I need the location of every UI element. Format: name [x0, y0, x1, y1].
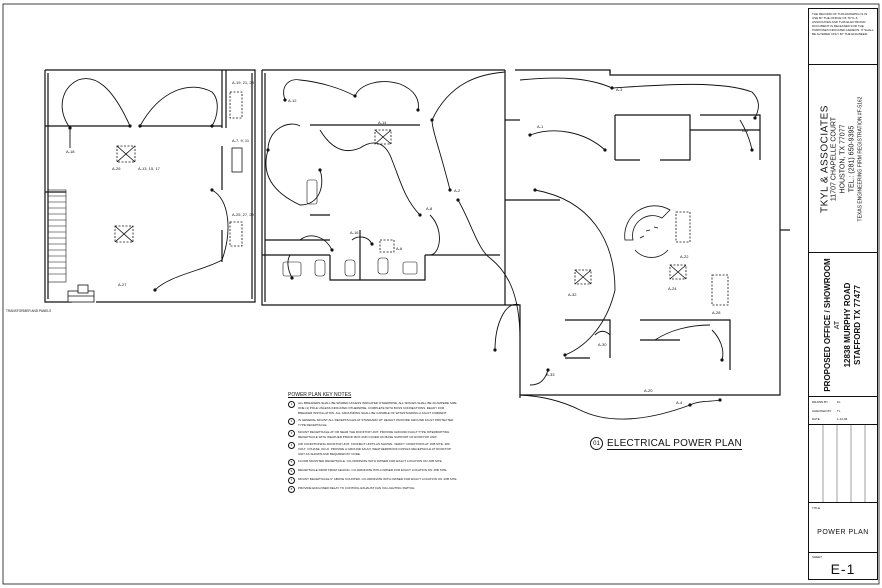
sheet-number-cell: SHEET E-1	[809, 553, 877, 581]
sheet-border	[2, 3, 880, 585]
key-note-text: FLOOR MOUNTED RECEPTACLE. CO-ORDINATE WI…	[298, 459, 443, 463]
key-notes-title: POWER PLAN KEY NOTES	[288, 392, 352, 398]
project-title: PROPOSED OFFICE / SHOWROOM	[823, 257, 832, 392]
restroom-fixtures	[282, 179, 418, 277]
key-note-number: 6	[288, 468, 295, 475]
circuit-label: A-25, 27, 29	[232, 212, 255, 217]
firm-tel: TEL.: (281) 650-9395	[848, 125, 856, 192]
project-city: STAFFORD TX 77477	[853, 284, 862, 365]
circuit-label: A-5	[742, 128, 749, 133]
circuit-label: A-18	[66, 149, 75, 154]
stair	[47, 189, 67, 283]
drawing-title-label: TITLE	[812, 506, 821, 510]
key-note-number: 4	[288, 442, 295, 449]
circuit-label: A-1	[537, 124, 544, 129]
key-note-text: ALL BREAKERS SHALL BE SPARED UNLESS INDI…	[298, 401, 458, 415]
circuit-label: A-7, 9, 11	[232, 138, 250, 143]
key-note-text: IN GENERAL MOUNT ALL RECEPTACLES AT STAN…	[298, 418, 454, 427]
reception-desk	[624, 205, 671, 258]
date-label: DATE	[812, 417, 820, 421]
key-note-number: 8	[288, 486, 295, 493]
firm-registration: TEXAS ENGINEERING FIRM REGISTRATION #F-5…	[857, 96, 864, 221]
copyright-cell: THE RECORD OF THIS DRAWING IS IN USE BY …	[809, 9, 877, 65]
plan-number: 01	[590, 437, 603, 450]
circuit-label: A-4	[676, 400, 683, 405]
key-note-text: MOUNT RECEPTACLE 6" ABOVE COUNTER. CO-OR…	[298, 477, 458, 481]
receptacle-symbols	[68, 86, 757, 407]
circuit-label: A-27	[118, 282, 127, 287]
firm-address: 11707 CHAPELLE COURT	[830, 116, 838, 201]
firm-name: TKYL & ASSOCIATES	[819, 104, 831, 213]
drawn-by-label: DRAWN BY	[812, 400, 829, 404]
checked-by-value: TL	[837, 409, 841, 413]
key-note-text: MOUNT RECEPTACLE AT OR NEAR THE ROOFTOP …	[298, 430, 450, 439]
date-value: 1-12-06	[837, 417, 848, 421]
transformer-pads	[67, 284, 95, 303]
key-note-number: 3	[288, 430, 295, 437]
drafting-info-cell: DRAWN BY KL CHECKED BY TL DATE 1-12-06	[809, 397, 877, 425]
circuit-label: A-3	[616, 87, 623, 92]
circuit-label: A-12	[288, 98, 297, 103]
sheet-number: E-1	[830, 561, 856, 577]
key-note-number: 1	[288, 401, 295, 408]
project-cell: PROPOSED OFFICE / SHOWROOM AT 12838 MURP…	[809, 253, 877, 397]
revisions-cell	[809, 425, 877, 503]
project-address: 12838 MURPHY ROAD	[843, 282, 852, 367]
left-building-walls	[44, 69, 256, 303]
copyright-note: THE RECORD OF THIS DRAWING IS IN USE BY …	[812, 12, 874, 36]
key-note-text: AIR CONDITIONING ROOFTOP UNIT. CONNECT U…	[298, 442, 451, 456]
project-at: AT	[834, 320, 841, 329]
key-note-number: 7	[288, 477, 295, 484]
circuit-label: A-8	[426, 206, 433, 211]
circuit-label: A-33	[546, 372, 555, 377]
circuit-label: A-28	[712, 310, 721, 315]
circuit-label: A-6	[396, 246, 403, 251]
firm-city: HOUSTON, TX 77077	[839, 124, 847, 193]
transformer-label: TRANSFORMER AND PANELS	[6, 309, 51, 313]
circuit-label: A-22	[680, 254, 689, 259]
circuit-label: A-30	[598, 342, 607, 347]
drawing-title-cell: TITLE POWER PLAN	[809, 503, 877, 553]
firm-cell: TKYL & ASSOCIATES 11707 CHAPELLE COURT H…	[809, 65, 877, 253]
sheet-label: SHEET	[812, 555, 823, 559]
key-note-text: RECEPTACLE DROP FROM CEILING. CO-ORDINAT…	[298, 468, 448, 472]
key-note-number: 2	[288, 418, 295, 425]
circuit-label: A-24	[668, 286, 677, 291]
circuit-label: A-26	[112, 166, 121, 171]
revision-grid	[822, 425, 866, 502]
circuit-label: A-14	[378, 120, 387, 125]
circuit-label: A-32	[568, 292, 577, 297]
plan-title: ELECTRICAL POWER PLAN	[607, 437, 742, 450]
checked-by-label: CHECKED BY	[812, 409, 832, 413]
title-block: THE RECORD OF THIS DRAWING IS IN USE BY …	[808, 8, 878, 580]
circuit-label: A-2	[454, 188, 461, 193]
circuit-label: A-20	[644, 388, 653, 393]
drawing-title: POWER PLAN	[817, 529, 869, 536]
circuit-homeruns	[61, 71, 759, 420]
drawn-by-value: KL	[837, 400, 841, 404]
circuit-label: A-16	[350, 230, 359, 235]
plan-title-block: 01 ELECTRICAL POWER PLAN	[590, 437, 742, 450]
circuit-label: A-13, 15, 17	[138, 166, 161, 171]
project-info: PROPOSED OFFICE / SHOWROOM AT 12838 MURP…	[823, 258, 863, 391]
key-note-text: PROVIDE ENCLOSED RELAY TO CONTROL EXHAUS…	[298, 486, 416, 490]
circuit-labels: A-18 A-26 A-13, 15, 17 A-19, 21, 23 A-7,…	[6, 80, 749, 405]
circuit-label: A-19, 21, 23	[232, 80, 255, 85]
key-note-number: 5	[288, 459, 295, 466]
equipment-boxes	[114, 91, 729, 306]
firm-info: TKYL & ASSOCIATES 11707 CHAPELLE COURT H…	[819, 96, 866, 221]
right-building-walls	[261, 69, 790, 398]
